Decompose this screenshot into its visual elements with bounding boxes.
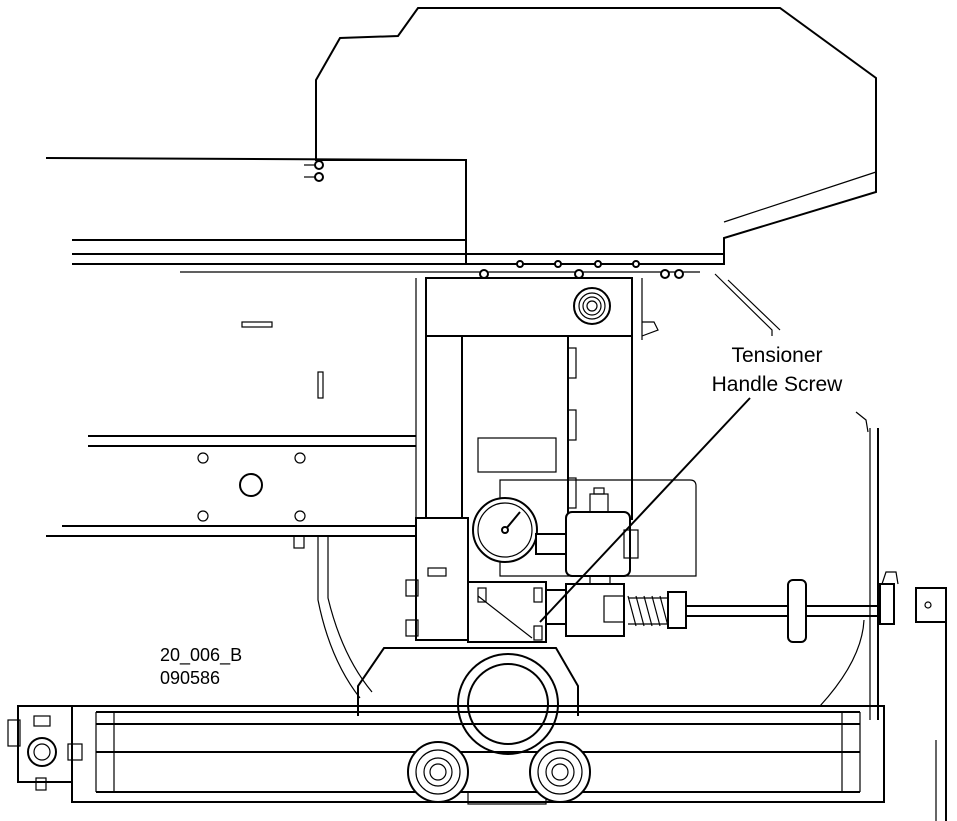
valve-block: [565, 487, 639, 607]
callout-label-line-1: Tensioner: [731, 344, 822, 367]
rail-wheels: [407, 741, 591, 803]
left-middle-beam: [46, 435, 416, 549]
left-end-fitting: [7, 705, 83, 791]
right-frame: [855, 411, 947, 821]
saddle-pedestal: [357, 647, 579, 755]
pressure-gauge: [472, 479, 697, 577]
right-bracket: [714, 273, 781, 336]
left-panel-curve: [317, 536, 373, 699]
left-top-beam: [45, 157, 724, 273]
lower-rail: [71, 705, 885, 805]
vertical-column: [415, 277, 659, 580]
lower-housing: [405, 517, 547, 643]
right-side-curve: [819, 619, 865, 707]
side-panel-slots: [241, 321, 324, 399]
callout-label-line-2: Handle Screw: [712, 373, 844, 396]
figure-id-line-2: 090586: [160, 668, 220, 688]
tensioner-screw: [545, 571, 947, 643]
figure-id-line-1: 20_006_B: [160, 645, 242, 666]
guard-bolt-row: [479, 260, 684, 279]
callout-leader-line: [539, 397, 751, 623]
upper-guard: [315, 7, 877, 265]
